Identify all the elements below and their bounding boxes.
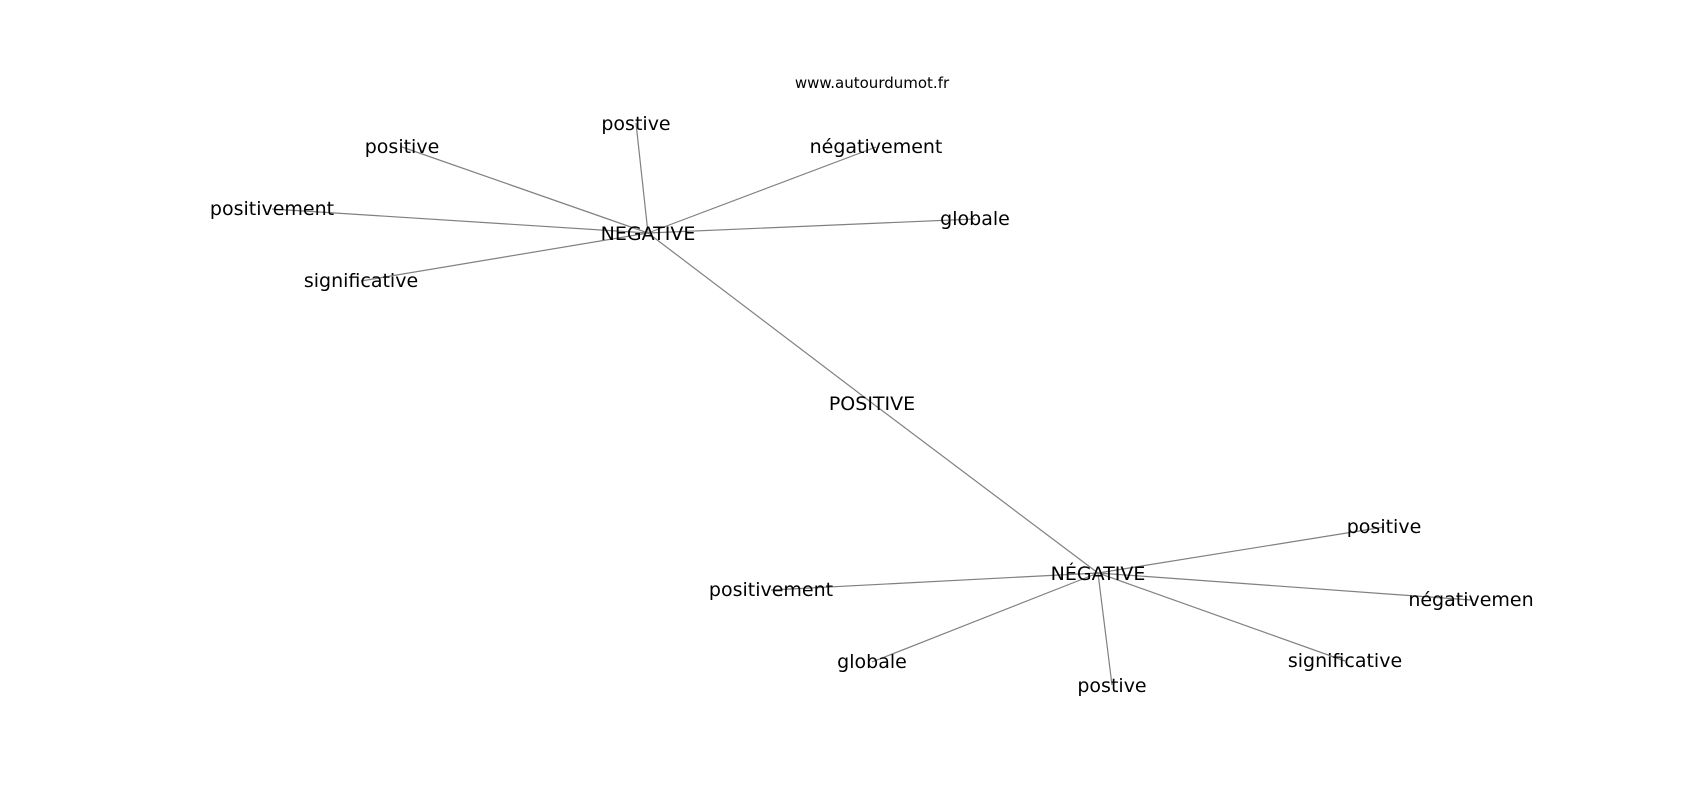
source-watermark: www.autourdumot.fr xyxy=(795,74,950,92)
node-hub-top: NEGATIVE xyxy=(601,223,696,245)
edge-hub-bottom-b5 xyxy=(1097,572,1346,662)
edge-hub-top-t3 xyxy=(647,146,877,234)
node-leaf-b3: négativemen xyxy=(1408,589,1533,611)
edge-hub-top-t6 xyxy=(360,232,649,282)
edge-hub-bottom-b3 xyxy=(1097,572,1472,601)
node-leaf-t5: globale xyxy=(940,208,1010,230)
edge-hub-top-t2 xyxy=(401,146,649,234)
node-leaf-b2: positivement xyxy=(709,579,833,601)
node-leaf-t1: postive xyxy=(601,113,670,135)
node-leaf-b4: globale xyxy=(837,651,907,673)
edge-hub-bottom-b1 xyxy=(1097,526,1385,574)
edge-hub-bottom-b6 xyxy=(1097,572,1113,686)
node-leaf-b5: significative xyxy=(1288,650,1402,672)
edge-hub-bottom-b4 xyxy=(871,572,1099,663)
graph-edges xyxy=(271,122,1472,686)
node-leaf-t6: significative xyxy=(304,270,418,292)
node-leaf-t2: positive xyxy=(365,136,440,158)
node-leaf-t4: positivement xyxy=(210,198,334,220)
edge-hub-top-t1 xyxy=(635,122,649,234)
edge-center-hub-bottom xyxy=(871,402,1099,574)
edge-hub-bottom-b2 xyxy=(770,572,1099,591)
node-leaf-t3: négativement xyxy=(810,136,943,158)
edge-hub-top-t5 xyxy=(647,218,976,234)
node-leaf-b1: positive xyxy=(1347,516,1422,538)
node-center-positive: POSITIVE xyxy=(829,393,915,415)
node-leaf-b6: postive xyxy=(1077,675,1146,697)
graph-labels: POSITIVE NEGATIVE NÉGATIVE postive positive n… xyxy=(210,113,1534,697)
edge-hub-top-t4 xyxy=(271,208,649,234)
node-hub-bottom: NÉGATIVE xyxy=(1051,562,1146,585)
edge-center-hub-top xyxy=(647,232,873,404)
